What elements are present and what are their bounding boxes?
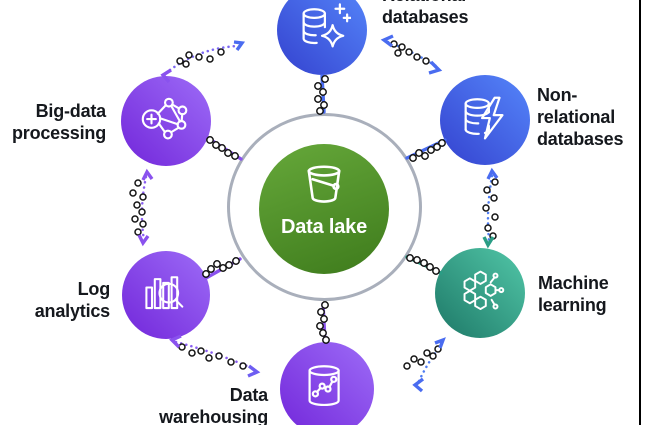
bucket-icon (307, 165, 341, 203)
label-non-relational-databases: Non- relational databases (537, 84, 623, 150)
transfer-arrow-big-data-log-analytics (129, 168, 154, 247)
label-line: Data (229, 385, 268, 405)
machine-learning-icon (463, 270, 505, 311)
data-lake-label: Data lake (280, 216, 368, 238)
label-line: databases (537, 129, 624, 149)
node-data-lake: Data lake (259, 144, 389, 274)
label-relational-databases: Relational databases (382, 0, 468, 28)
label-line: Non- (537, 85, 578, 105)
node-non-relational-databases (440, 75, 530, 165)
connector-data-lake-relational (314, 74, 329, 115)
node-big-data-processing (121, 76, 211, 166)
transfer-arrow-non-relational-machine-learning (482, 167, 499, 249)
connector-data-lake-non-relational (405, 138, 447, 162)
node-log-analytics (122, 251, 210, 339)
node-relational-databases (277, 0, 367, 75)
big-data-processing-icon (141, 97, 188, 140)
log-analytics-icon (145, 276, 184, 310)
label-line: warehousing (159, 407, 268, 425)
transfer-arrow-log-analytics-warehousing (169, 334, 261, 378)
label-line: relational (537, 107, 616, 127)
connector-data-lake-warehousing (316, 301, 330, 344)
connector-data-lake-big-data (206, 136, 243, 161)
transfer-arrow-warehousing-machine-learning (403, 337, 446, 393)
label-data-warehousing: Data warehousing (159, 384, 268, 425)
right-border-line (639, 0, 641, 425)
label-line: analytics (34, 301, 110, 321)
label-line: Log (77, 279, 111, 299)
node-data-warehousing (280, 342, 374, 425)
node-machine-learning (435, 248, 525, 338)
label-big-data-processing: Big-data processing (12, 100, 106, 144)
label-line: databases (382, 7, 469, 27)
label-line: Relational (382, 0, 468, 6)
relational-database-icon (302, 3, 351, 48)
label-machine-learning: Machine learning (538, 272, 609, 316)
transfer-arrow-relational-non-relational (380, 34, 443, 75)
connector-data-lake-machine-learning (405, 254, 443, 275)
connector-data-lake-log-analytics (202, 257, 242, 280)
label-line: learning (538, 295, 607, 315)
label-log-analytics: Log analytics (35, 278, 110, 322)
data-warehousing-icon (308, 365, 340, 407)
label-line: processing (11, 123, 106, 143)
label-line: Machine (538, 273, 609, 293)
non-relational-database-icon (464, 96, 504, 140)
label-line: Big-data (35, 101, 107, 121)
